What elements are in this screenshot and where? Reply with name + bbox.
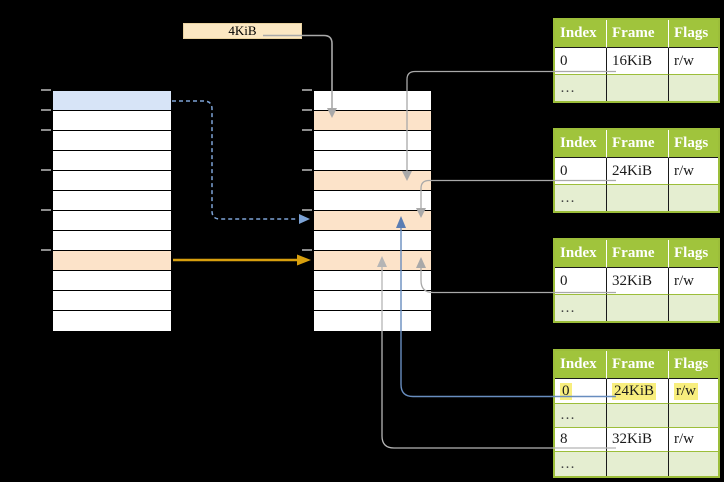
- cell-flags: r/w: [669, 268, 718, 295]
- ellipsis-cell: …: [555, 185, 607, 211]
- tick-mark: [302, 89, 312, 91]
- ellipsis-cell: [607, 452, 669, 476]
- virtual-row-4: [53, 171, 171, 191]
- ellipsis-cell: [669, 404, 718, 428]
- ellipsis-cell: …: [555, 75, 607, 101]
- header-cell-index: Index: [555, 351, 607, 379]
- physical-row-4: [314, 171, 431, 191]
- physical-row-1: [314, 111, 431, 131]
- tick-mark: [302, 169, 312, 171]
- ellipsis-cell: [607, 75, 669, 101]
- header-cell-flags: Flags: [669, 20, 718, 48]
- tick-mark: [41, 109, 51, 111]
- page-size-box: 4KiB: [183, 23, 302, 39]
- virtual-row-7: [53, 231, 171, 251]
- virtual-row-2: [53, 131, 171, 151]
- header-cell-frame: Frame: [607, 130, 669, 158]
- ellipsis-cell: [607, 295, 669, 321]
- physical-row-10: [314, 291, 431, 311]
- cell-frame-highlighted: 24KiB: [607, 379, 669, 404]
- cell-frame: 32KiB: [607, 428, 669, 452]
- cell-frame: 16KiB: [607, 48, 669, 75]
- header-cell-frame: Frame: [607, 351, 669, 379]
- header-cell-index: Index: [555, 130, 607, 158]
- arrow-virtual-row0-to-physical-row6-dashed: [172, 100, 310, 224]
- virtual-row-9: [53, 271, 171, 291]
- cell-index: 0: [555, 158, 607, 185]
- page-size-label: 4KiB: [228, 23, 257, 38]
- frame-table-level2: Index Frame Flags 0 24KiB r/w … 8 32KiB …: [553, 349, 720, 478]
- ellipsis-cell: [669, 75, 718, 101]
- virtual-row-10: [53, 291, 171, 311]
- cell-index: 0: [555, 48, 607, 75]
- ellipsis-cell: [669, 185, 718, 211]
- ellipsis-cell: [669, 452, 718, 476]
- physical-row-6: [314, 211, 431, 231]
- virtual-row-8: [53, 251, 171, 271]
- cell-index: 0: [555, 268, 607, 295]
- tick-mark: [41, 209, 51, 211]
- arrow-virtual-row8-to-physical-row8-orange: [173, 254, 311, 266]
- ellipsis-cell: …: [555, 404, 607, 428]
- physical-memory-table: [313, 90, 432, 332]
- frame-table-32: Index Frame Flags 0 32KiB r/w …: [553, 238, 720, 323]
- physical-row-5: [314, 191, 431, 211]
- cell-index: 8: [555, 428, 607, 452]
- physical-row-7: [314, 231, 431, 251]
- header-cell-flags: Flags: [669, 240, 718, 268]
- header-cell-index: Index: [555, 240, 607, 268]
- cell-index-highlighted: 0: [555, 379, 607, 404]
- header-cell-frame: Frame: [607, 20, 669, 48]
- arrowhead-right: [297, 254, 311, 266]
- physical-row-11: [314, 311, 431, 331]
- tick-mark: [41, 249, 51, 251]
- physical-row-2: [314, 131, 431, 151]
- virtual-row-5: [53, 191, 171, 211]
- ellipsis-cell: …: [555, 452, 607, 476]
- virtual-row-11: [53, 311, 171, 331]
- ellipsis-cell: [607, 185, 669, 211]
- tick-mark: [41, 169, 51, 171]
- virtual-row-6: [53, 211, 171, 231]
- cell-flags: r/w: [669, 48, 718, 75]
- arrowhead-right: [299, 214, 310, 224]
- header-cell-flags: Flags: [669, 130, 718, 158]
- physical-row-3: [314, 151, 431, 171]
- virtual-memory-table: [52, 90, 172, 332]
- physical-row-8: [314, 251, 431, 271]
- cell-frame: 32KiB: [607, 268, 669, 295]
- header-cell-index: Index: [555, 20, 607, 48]
- virtual-row-3: [53, 151, 171, 171]
- cell-flags: r/w: [669, 158, 718, 185]
- cell-flags-highlighted: r/w: [669, 379, 718, 404]
- tick-mark: [302, 209, 312, 211]
- header-cell-frame: Frame: [607, 240, 669, 268]
- ellipsis-cell: [669, 295, 718, 321]
- physical-row-9: [314, 271, 431, 291]
- tick-mark: [41, 129, 51, 131]
- ellipsis-cell: …: [555, 295, 607, 321]
- ellipsis-cell: [607, 404, 669, 428]
- frame-table-16: Index Frame Flags 0 16KiB r/w …: [553, 18, 720, 103]
- cell-frame: 24KiB: [607, 158, 669, 185]
- tick-mark: [41, 89, 51, 91]
- virtual-row-0: [53, 91, 171, 111]
- header-cell-flags: Flags: [669, 351, 718, 379]
- tick-mark: [302, 109, 312, 111]
- virtual-row-1: [53, 111, 171, 131]
- physical-row-0: [314, 91, 431, 111]
- cell-flags: r/w: [669, 428, 718, 452]
- tick-mark: [302, 249, 312, 251]
- frame-table-24: Index Frame Flags 0 24KiB r/w …: [553, 128, 720, 213]
- tick-mark: [302, 129, 312, 131]
